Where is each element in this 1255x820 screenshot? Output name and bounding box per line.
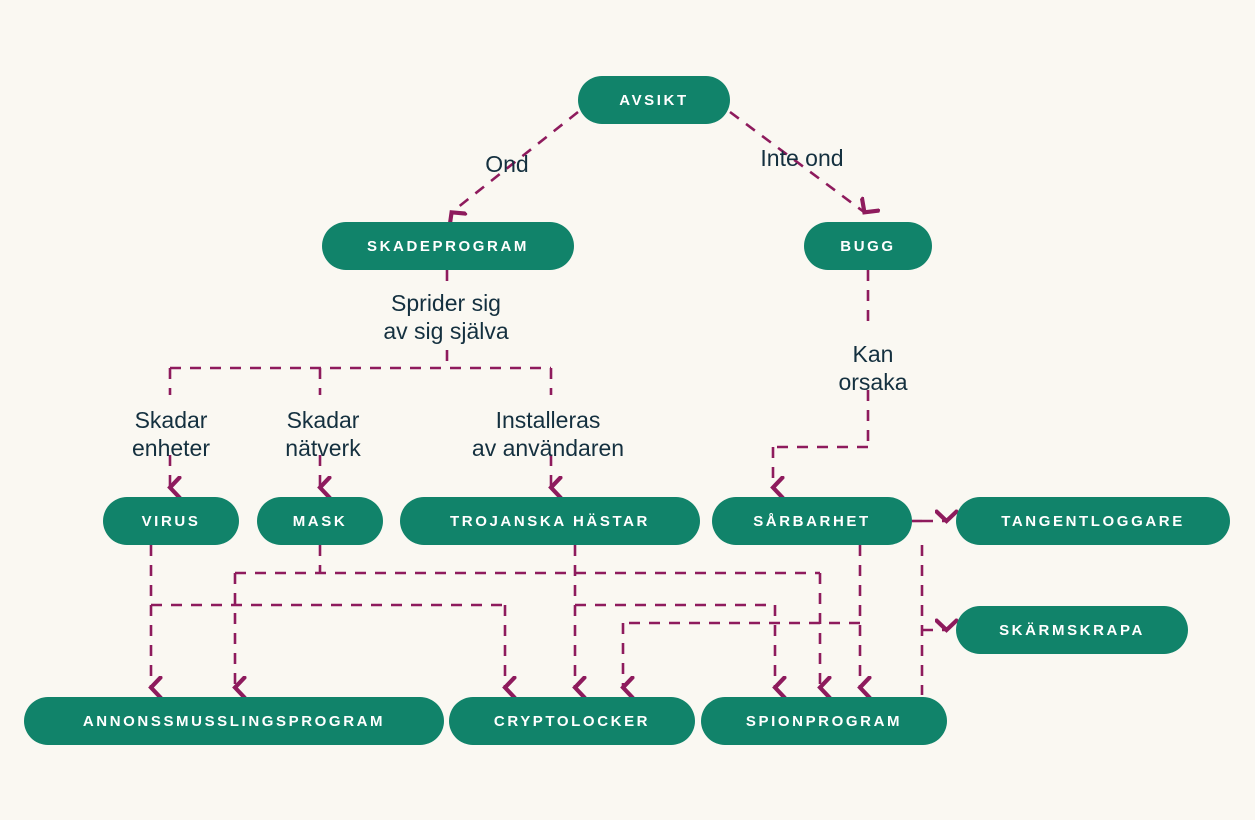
node-label: TANGENTLOGGARE xyxy=(1001,512,1185,530)
edge-avsikt-skadeprogram xyxy=(452,110,579,212)
node-trojanska-hastar[interactable]: TROJANSKA HÄSTAR xyxy=(400,497,700,545)
node-label: BUGG xyxy=(840,237,896,255)
node-skadeprogram[interactable]: SKADEPROGRAM xyxy=(322,222,574,270)
node-label: CRYPTOLOCKER xyxy=(493,712,651,730)
edge-label-inte-ond: Inte ond xyxy=(760,145,844,171)
node-cryptolocker[interactable]: CRYPTOLOCKER xyxy=(449,697,695,745)
node-label: AVSIKT xyxy=(619,91,689,109)
node-skarmskrapa[interactable]: SKÄRMSKRAPA xyxy=(956,606,1188,654)
node-label: TROJANSKA HÄSTAR xyxy=(450,512,650,530)
node-label: MASK xyxy=(292,512,348,530)
node-tangentloggare[interactable]: TANGENTLOGGARE xyxy=(956,497,1230,545)
node-annonssmusslingsprogram[interactable]: ANNONSSMUSSLINGSPROGRAM xyxy=(24,697,444,745)
edge-label-skadar-natverk: Skadar nätverk xyxy=(285,407,361,461)
node-label: SÅRBARHET xyxy=(753,512,871,530)
node-label: ANNONSSMUSSLINGSPROGRAM xyxy=(82,712,386,730)
node-label: SKÄRMSKRAPA xyxy=(999,621,1145,639)
edge-label-kan-orsaka: Kan orsaka xyxy=(838,341,908,395)
edge-label-installeras: Installeras av användaren xyxy=(471,407,625,461)
node-virus[interactable]: VIRUS xyxy=(103,497,239,545)
node-label: SKADEPROGRAM xyxy=(366,237,530,255)
node-sarbarhet[interactable]: SÅRBARHET xyxy=(712,497,912,545)
edge-avsikt-bugg xyxy=(729,110,864,212)
edge-label-sprider-sig: Sprider sig av sig själva xyxy=(383,290,509,344)
node-spionprogram[interactable]: SPIONPROGRAM xyxy=(701,697,947,745)
node-label: VIRUS xyxy=(141,512,201,530)
node-avsikt[interactable]: AVSIKT xyxy=(578,76,730,124)
edge-label-ond: Ond xyxy=(485,151,529,177)
node-label: SPIONPROGRAM xyxy=(745,712,903,730)
node-bugg[interactable]: BUGG xyxy=(804,222,932,270)
edge-label-skadar-enheter: Skadar enheter xyxy=(131,407,210,461)
node-mask[interactable]: MASK xyxy=(257,497,383,545)
